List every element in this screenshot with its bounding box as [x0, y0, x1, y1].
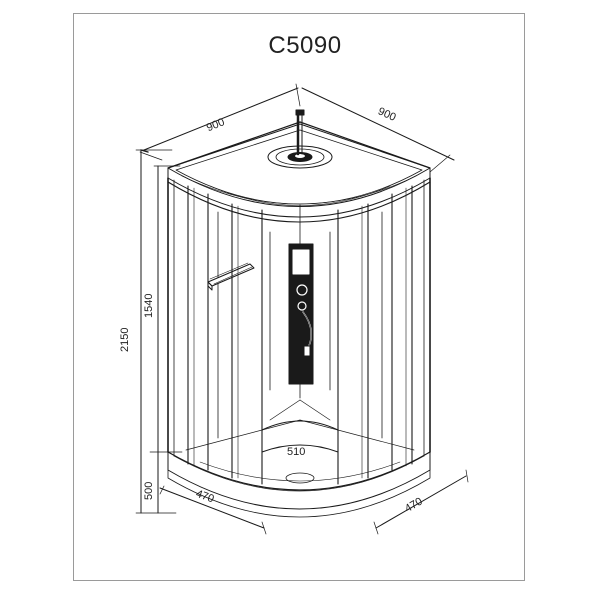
cabin-height-label: 1540: [143, 294, 155, 318]
tray-height-label: 500: [143, 482, 155, 500]
tray-right-width-label: 470: [403, 495, 425, 515]
rain-shower-head: [267, 109, 333, 169]
wall-shelf: [207, 262, 255, 291]
seat-width-label: 510: [287, 446, 305, 458]
cabin-height-dimension-line: [149, 165, 183, 453]
tray-right-dimension-line: [373, 469, 469, 535]
top-right-dimension-line: [301, 87, 455, 173]
shower-tray: [167, 419, 431, 518]
total-height-dimension-line: [135, 149, 177, 514]
top-left-width-label: 900: [205, 116, 227, 134]
drawing-border: [73, 13, 525, 581]
corner-seat: [261, 399, 339, 453]
tray-left-dimension-line: [159, 485, 267, 535]
tray-left-width-label: 470: [194, 488, 215, 506]
model-title: C5090: [268, 32, 342, 59]
control-panel: [288, 243, 314, 385]
top-left-dimension-line: [139, 83, 301, 161]
top-right-width-label: 900: [376, 105, 398, 123]
glass-doors: [167, 177, 431, 492]
total-height-label: 2150: [119, 328, 131, 352]
